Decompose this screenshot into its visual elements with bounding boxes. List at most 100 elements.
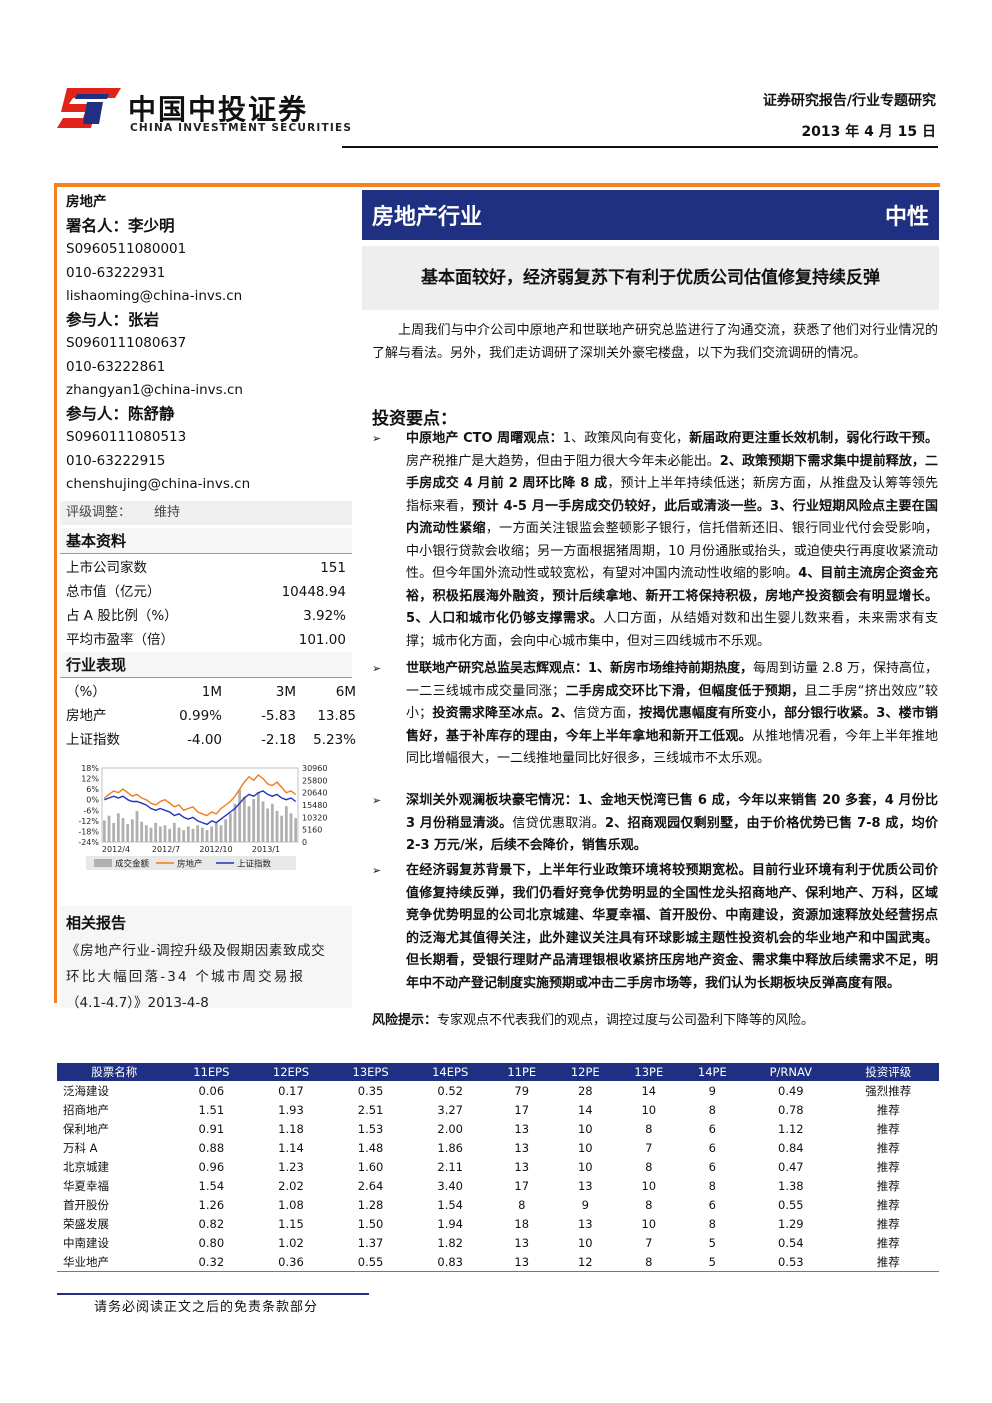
- bullet-bold-text: 深圳关外观澜板块豪宅情况：1、金地天悦湾已售 6 成，今年以来销售 20 多套，…: [406, 793, 938, 831]
- table-cell: 0.49: [778, 1083, 804, 1098]
- chart-volume-bar: [210, 826, 214, 842]
- bullet-bold-text: 在经济弱复苏背景下，上半年行业政策环境将较预期宽松。目前行业环境有利于优质公司价…: [406, 863, 938, 991]
- related-line[interactable]: 《房地产行业-调控升级及假期因素致成交: [66, 943, 326, 959]
- sector-label: 房地产: [66, 194, 107, 210]
- table-cell: 5: [708, 1235, 716, 1250]
- bullet-3-text: 深圳关外观澜板块豪宅情况：1、金地天悦湾已售 6 成，今年以来销售 20 多套，…: [406, 790, 938, 858]
- sector-banner: 房地产行业 中性: [362, 190, 939, 240]
- bullet-bold-text: 投资需求降至冰点。2、: [432, 706, 574, 721]
- banner-rating: 中性: [884, 204, 929, 230]
- table-cell: 2.64: [357, 1178, 384, 1193]
- chart-line-sse: [104, 790, 297, 826]
- table-cell: 1.29: [778, 1216, 804, 1231]
- bullet-text: ，预计上半年持续低迷；新房方面，从推盘及认筹等领先指标来看，: [406, 476, 938, 514]
- report-type: 证券研究报告/行业专题研究: [762, 93, 936, 109]
- table-cell: 0.55: [778, 1197, 804, 1212]
- analyst-3-email[interactable]: chenshujing@china-invs.cn: [66, 476, 251, 492]
- related-line[interactable]: （4.1-4.7）》2013-4-8: [66, 995, 209, 1011]
- footer-disclaimer[interactable]: 请务必阅读正文之后的免责条款部分: [94, 1300, 319, 1315]
- chart-left-tick-label: -6%: [83, 806, 99, 815]
- table-cell: 18: [514, 1216, 530, 1231]
- chart-left-tick-label: -18%: [78, 827, 99, 836]
- table-cell: 7: [645, 1140, 653, 1155]
- table-cell: 0.83: [437, 1254, 463, 1269]
- table-header-cell: 11EPS: [171, 1063, 252, 1081]
- bullet-bold-text: 预计 4-5 月一手房成交仍较好，此后或清淡一些。3、行业短期风险点主要在国内流…: [406, 498, 938, 537]
- basic-row: 占 A 股比例（%）3.92%: [66, 608, 346, 624]
- chart-volume-bar: [102, 820, 106, 842]
- table-cell: 推荐: [876, 1235, 900, 1250]
- table-header-cell: 13EPS: [330, 1063, 411, 1081]
- chart-right-tick-label: 5160: [302, 826, 322, 835]
- headline: 基本面较好，经济弱复苏下有利于优质公司估值修复持续反弹: [421, 268, 880, 288]
- analyst-2-email[interactable]: zhangyan1@china-invs.cn: [66, 382, 243, 398]
- table-cell: 1.48: [357, 1140, 384, 1155]
- chart-volume-bar: [233, 803, 237, 842]
- company-logo: [57, 88, 121, 128]
- bullet-4: ➢ 在经济弱复苏背景下，上半年行业政策环境将较预期宽松。目前行业环境有利于优质公…: [372, 860, 938, 995]
- basic-row: 总市值（亿元）10448.94: [66, 584, 346, 600]
- table-cell: 推荐: [876, 1140, 900, 1155]
- table-header-cell: 11PE: [489, 1063, 554, 1081]
- table-cell: 2.51: [357, 1102, 384, 1117]
- chart-left-tick-label: -24%: [78, 838, 99, 847]
- chart-volume-bar: [116, 813, 120, 842]
- chart-volume-bar: [168, 828, 172, 842]
- chart-volume-bar: [135, 810, 139, 842]
- table-cell: 1.38: [778, 1178, 804, 1193]
- chart-left-tick-label: 6%: [86, 785, 99, 794]
- report-date: 2013 年 4 月 15 日: [801, 124, 936, 140]
- chart-right-tick-label: 10320: [302, 813, 327, 822]
- chart-volume-bar: [228, 813, 232, 842]
- bullet-2-text: 世联地产研究总监吴志辉观点：1、新房市场维持前期热度，每周到访量 2.8 万，保…: [406, 658, 938, 771]
- intro-paragraph: 上周我们与中介公司中原地产和世联地产研究总监进行了沟通交流，获悉了他们对行业情况…: [372, 323, 938, 361]
- headline-box: 基本面较好，经济弱复苏下有利于优质公司估值修复持续反弹: [362, 246, 939, 310]
- chart-legend-box: [86, 856, 296, 870]
- bullet-3: ➢ 深圳关外观澜板块豪宅情况：1、金地天悦湾已售 6 成，今年以来销售 20 多…: [372, 790, 938, 858]
- table-header-cell: 13PE: [617, 1063, 681, 1081]
- table-cell: 首开股份: [63, 1197, 109, 1212]
- chart-volume-bar: [294, 818, 298, 842]
- bullet-bold-text: 新届政府更注重长效机制，弱化行政干预。: [689, 431, 938, 446]
- table-cell: 28: [577, 1083, 593, 1098]
- table-cell: 13: [514, 1254, 530, 1269]
- related-line[interactable]: 环比大幅回落-34 个城市周交易报: [66, 969, 306, 985]
- chart-right-tick-label: 0: [302, 838, 307, 847]
- table-cell: 8: [518, 1197, 526, 1212]
- chart-right-tick-label: 25800: [302, 776, 327, 785]
- table-header-cell: 股票名称: [57, 1063, 172, 1081]
- bullet-bold-text: 4、目前主流房企资金充裕，积极拓展海外融资，预计后续拿地、新开工将保持积极，房地…: [406, 566, 938, 626]
- bullet-text: 从推地情况看，今年上半年推地同比增幅很大，一二线推地量同比好很多，三线城市不太乐…: [406, 728, 938, 767]
- analyst-1-email[interactable]: lishaoming@china-invs.cn: [66, 288, 243, 304]
- table-cell: 0.96: [198, 1159, 225, 1174]
- table-cell: 13: [514, 1121, 530, 1136]
- table-cell: 1.86: [437, 1140, 463, 1155]
- chart-volume-bar: [261, 801, 265, 842]
- table-cell: 0.84: [778, 1140, 804, 1155]
- chart-left-tick-label: -12%: [78, 817, 99, 826]
- bullet-text: 且二手房“挤出效应”较小；: [406, 683, 938, 722]
- table-cell: 7: [645, 1235, 653, 1250]
- table-cell: 6: [708, 1121, 716, 1136]
- analyst-1-cert: S0960511080001: [66, 241, 187, 257]
- table-cell: 1.50: [357, 1216, 384, 1231]
- chart-legend-label: 房地产: [177, 859, 203, 870]
- table-header-cell: 12EPS: [251, 1063, 331, 1081]
- analyst-2-name: 参与人：张岩: [66, 311, 160, 329]
- table-cell: 13: [514, 1159, 530, 1174]
- table-cell: 0.54: [778, 1235, 804, 1250]
- table-cell: 1.15: [278, 1216, 304, 1231]
- table-cell: 推荐: [876, 1197, 900, 1212]
- table-cell: 0.55: [357, 1254, 384, 1269]
- table-cell: 1.28: [357, 1197, 384, 1212]
- chart-volume-bar: [154, 822, 158, 842]
- table-cell: 华夏幸福: [63, 1178, 109, 1193]
- chart-legend-label: 上证指数: [237, 859, 272, 870]
